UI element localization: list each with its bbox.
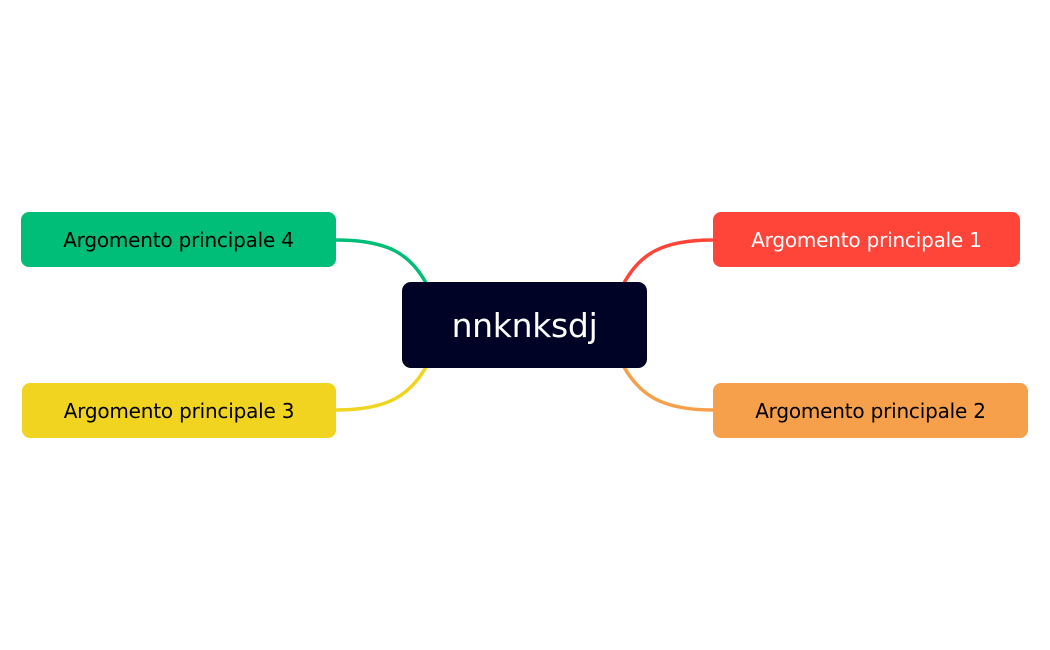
main-topic-3-label: Argomento principale 3 xyxy=(63,398,295,423)
central-topic-label: nnknksdj xyxy=(451,305,598,345)
main-topic-4-label: Argomento principale 4 xyxy=(63,227,294,252)
central-topic[interactable]: nnknksdj xyxy=(402,282,647,368)
connector-topic-4 xyxy=(334,238,428,285)
connector-topic-2 xyxy=(622,365,715,412)
main-topic-3[interactable]: Argomento principale 3 xyxy=(22,383,336,438)
main-topic-1[interactable]: Argomento principale 1 xyxy=(713,212,1020,267)
main-topic-4[interactable]: Argomento principale 4 xyxy=(21,212,336,267)
connector-topic-3 xyxy=(334,365,428,412)
connector-topic-1 xyxy=(622,238,715,285)
main-topic-2[interactable]: Argomento principale 2 xyxy=(713,383,1028,438)
main-topic-1-label: Argomento principale 1 xyxy=(751,227,982,252)
main-topic-2-label: Argomento principale 2 xyxy=(755,398,986,423)
